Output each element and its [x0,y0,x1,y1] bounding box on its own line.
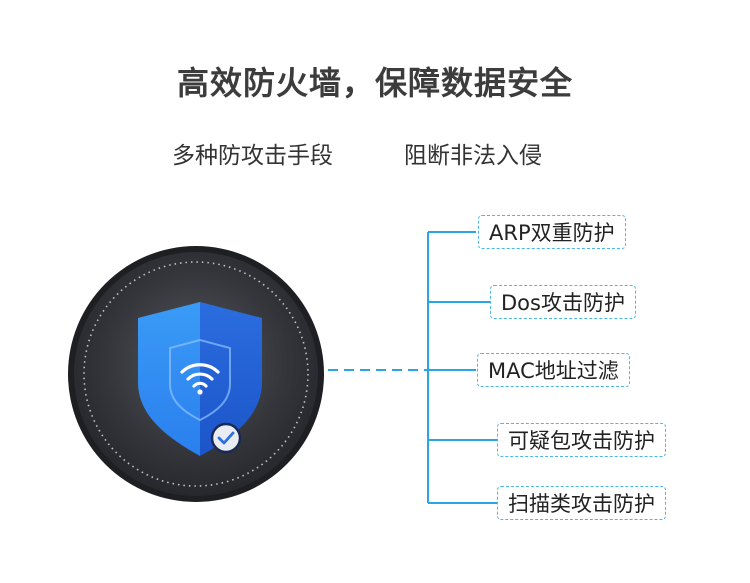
subtitle-block-intrusion: 阻断非法入侵 [404,143,542,169]
wifi-icon [180,363,220,395]
router-icon [66,244,326,504]
shield-icon [138,302,262,456]
feature-suspicious-packet-protection: 可疑包攻击防护 [497,423,666,457]
page-title: 高效防火墙，保障数据安全 [176,64,573,102]
feature-mac-filter: MAC地址过滤 [477,353,630,387]
subtitle-defense-methods: 多种防攻击手段 [172,143,333,169]
feature-scan-attack-protection: 扫描类攻击防护 [497,486,666,520]
check-icon [210,422,242,454]
feature-dos-protection: Dos攻击防护 [490,285,636,319]
feature-arp-protection: ARP双重防护 [478,215,626,249]
